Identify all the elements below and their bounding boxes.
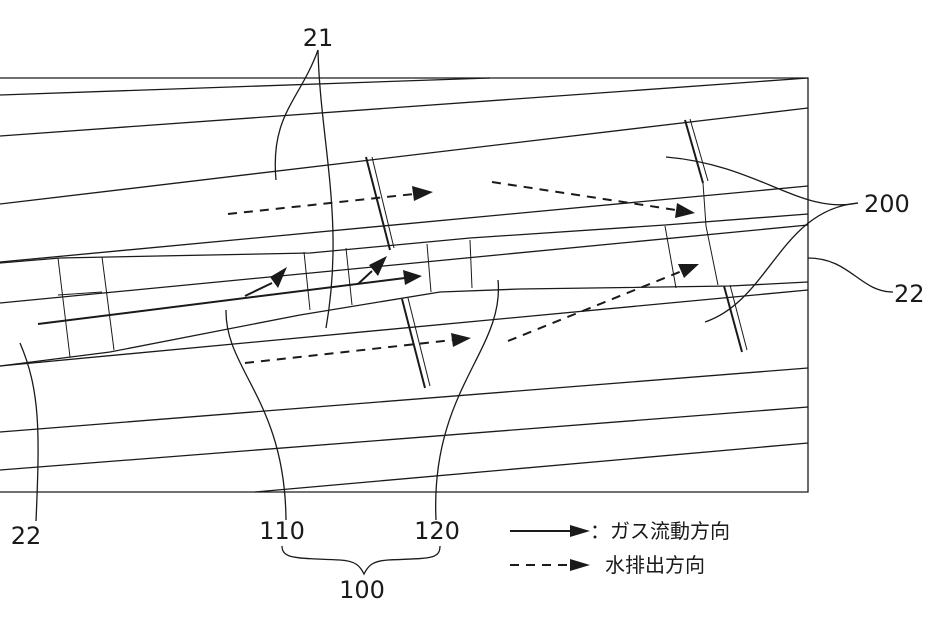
water-discharge-arrows: [228, 182, 699, 363]
label-110: 110: [259, 517, 305, 545]
label-22-left: 22: [11, 522, 42, 550]
legend-gas-arrowhead: [570, 525, 590, 537]
frame: [0, 78, 808, 492]
layer-lines: [0, 78, 808, 492]
label-22-right: 22: [894, 280, 925, 308]
legend-gas-label: ：ガス流動方向: [590, 519, 730, 543]
label-100: 100: [339, 576, 385, 604]
label-21: 21: [303, 24, 334, 52]
legend: ：ガス流動方向 水排出方向: [510, 519, 730, 577]
gas-flow-arrows: [38, 256, 422, 324]
legend-water-arrowhead: [570, 559, 590, 571]
leader-lines: [20, 50, 893, 521]
label-200: 200: [864, 190, 910, 218]
brace-100: [282, 546, 440, 574]
partitions: [58, 119, 747, 388]
label-120: 120: [414, 517, 460, 545]
legend-water-label: 水排出方向: [605, 553, 705, 577]
